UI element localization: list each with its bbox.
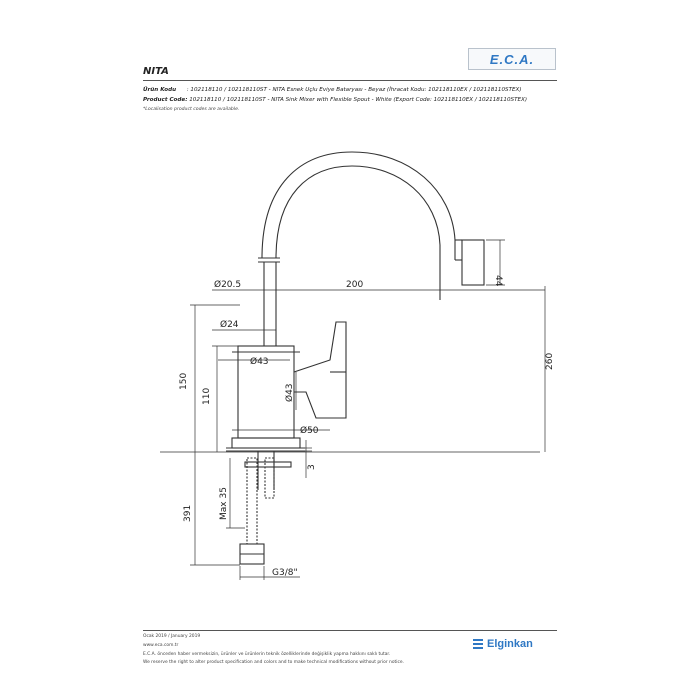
dim-200: 200: [346, 280, 363, 290]
footer-divider: [143, 630, 557, 631]
dim-d43-vertical: Ø43: [284, 383, 295, 402]
dim-44: 44: [493, 275, 503, 287]
flexible-hose-left: [246, 457, 258, 545]
faucet-outline: [226, 151, 485, 565]
elginkan-text: Elginkan: [487, 638, 533, 650]
elginkan-logo: Elginkan: [473, 638, 533, 650]
spout-head: [461, 239, 485, 286]
elginkan-mark-icon: [473, 639, 483, 649]
dimension-labels: Ø20.5 200 44 Ø24 Ø43 Ø43 150 110 260 Ø50…: [179, 275, 555, 578]
mounting-nut: [244, 461, 292, 468]
product-code-line: Product Code: 102118110 / 102118110ST - …: [143, 97, 527, 103]
product-code-label: Product Code:: [143, 97, 188, 103]
footer-disclaimer-en: We reserve the right to alter product sp…: [143, 660, 404, 665]
dim-3: 3: [307, 464, 317, 470]
urun-kodu-line: Ürün Kodu : 102118110 / 102118110ST - NI…: [143, 87, 522, 93]
urun-kodu-label: Ürün Kodu: [143, 87, 177, 93]
header-divider: [143, 80, 557, 81]
spout-inner-curve: [275, 165, 441, 300]
flexible-hose-right: [264, 457, 275, 499]
faucet-base: [231, 437, 301, 449]
dim-150: 150: [179, 373, 189, 390]
product-title: NITA: [143, 66, 169, 77]
eca-logo-text: E.C.A.: [489, 51, 535, 67]
dimension-lines: [160, 239, 546, 580]
dim-d20-5: Ø20.5: [214, 279, 241, 290]
dim-max-35: Max 35: [219, 487, 229, 520]
dim-d50: Ø50: [300, 425, 319, 436]
product-code-value: 102118110 / 102118110ST - NITA Sink Mixe…: [189, 97, 528, 103]
dim-391: 391: [183, 505, 193, 522]
dim-d43-horizontal: Ø43: [250, 356, 269, 367]
footer-date: Ocak 2019 / January 2019: [143, 634, 201, 639]
footer-website[interactable]: www.eca.com.tr: [143, 643, 179, 648]
localization-note: *Localisation product codes are availabl…: [143, 107, 240, 112]
urun-kodu-value: : 102118110 / 102118110ST - NITA Esnek U…: [186, 87, 522, 93]
eca-logo: E.C.A.: [468, 48, 556, 70]
dim-d24: Ø24: [220, 319, 239, 330]
spout-outer-curve: [261, 151, 456, 260]
dim-g3-8: G3/8": [272, 568, 298, 578]
lever-handle: [293, 321, 347, 419]
footer-disclaimer-tr: E.C.A. önceden haber vermeksizin, ürünle…: [143, 652, 391, 657]
dim-260: 260: [545, 353, 555, 370]
dim-110: 110: [202, 388, 212, 405]
